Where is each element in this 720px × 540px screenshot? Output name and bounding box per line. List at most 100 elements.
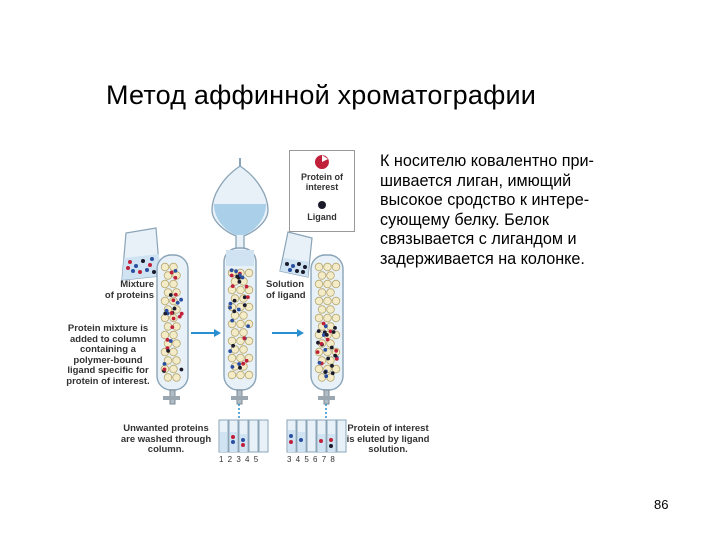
- bead: [160, 279, 170, 289]
- protein-dot: [175, 300, 180, 305]
- bead: [236, 370, 245, 380]
- solution-dot: [148, 263, 152, 267]
- protein-dot: [228, 349, 233, 354]
- bead: [169, 347, 178, 357]
- solution-dot: [126, 266, 130, 270]
- bead: [323, 313, 332, 323]
- collection-tubes-right: [286, 419, 347, 453]
- protein-dot: [246, 324, 251, 328]
- tube-numbers-right: 3 4 5 6 7 8: [287, 455, 335, 464]
- solution-dot: [134, 264, 138, 268]
- protein-dot: [179, 311, 184, 316]
- protein-dot: [323, 324, 328, 329]
- description-line: сующему белку. Белок: [380, 210, 549, 229]
- protein-mixture-dots: [126, 257, 156, 274]
- separatory-funnel: [211, 158, 269, 251]
- bead: [314, 296, 324, 306]
- description-line: К носителю ковалентно при-: [380, 152, 594, 170]
- protein-dot: [171, 298, 176, 303]
- bead: [160, 330, 170, 340]
- protein-dot: [325, 337, 330, 342]
- protein-dot: [316, 340, 320, 345]
- bead: [314, 364, 324, 374]
- washed-label: Unwanted proteins are washed through col…: [120, 423, 212, 455]
- bead: [169, 364, 178, 374]
- solution-dot: [145, 268, 149, 272]
- mixture-label: Mixture of proteins: [104, 279, 154, 301]
- bead: [317, 271, 327, 280]
- bead: [227, 370, 237, 380]
- protein-dot: [235, 274, 240, 279]
- bead: [331, 262, 341, 272]
- legend-protein-label: Protein of interest: [301, 172, 343, 192]
- description-line: связывается с лигандом и: [380, 230, 577, 249]
- eluted-label: Protein of interest is eluted by ligand …: [346, 423, 430, 455]
- bead: [331, 279, 341, 289]
- protein-dot: [242, 295, 247, 300]
- protein-dot: [240, 275, 245, 280]
- flow-arrow-1: [191, 329, 221, 337]
- protein-dot: [229, 268, 234, 273]
- bead: [244, 268, 254, 278]
- protein-dot: [173, 275, 178, 280]
- solution-dot: [138, 270, 142, 274]
- bead: [239, 345, 248, 354]
- solution-dot: [285, 262, 289, 266]
- column-1: [156, 254, 189, 405]
- bead: [227, 336, 237, 346]
- bead: [326, 271, 335, 280]
- bead: [230, 328, 240, 337]
- protein-dot: [237, 362, 242, 366]
- protein-dot: [334, 348, 339, 353]
- description-line: задерживается на колонке.: [380, 249, 585, 268]
- protein-dot: [324, 333, 329, 337]
- protein-dot: [168, 339, 173, 343]
- protein-dot: [171, 316, 176, 321]
- protein-dot: [170, 325, 175, 329]
- bead: [163, 271, 173, 280]
- bead: [323, 262, 332, 272]
- column-1-beads: [160, 262, 184, 382]
- protein-dot: [244, 358, 249, 363]
- protein-dot: [330, 363, 334, 368]
- protein-dot: [236, 307, 241, 312]
- solution-dot: [131, 269, 135, 273]
- protein-dot: [166, 349, 171, 353]
- solution-dot: [152, 270, 156, 274]
- protein-dot: [326, 356, 330, 361]
- solution-dot: [150, 257, 154, 261]
- bead: [160, 296, 170, 306]
- bead: [236, 285, 245, 295]
- protein-dot: [316, 329, 321, 333]
- bead: [244, 370, 254, 380]
- bead: [172, 339, 181, 348]
- protein-dot: [238, 365, 242, 370]
- solution-dot: [297, 262, 301, 266]
- protein-dot: [230, 318, 235, 323]
- bead: [163, 373, 173, 382]
- bead: [169, 279, 178, 289]
- protein-dot: [169, 311, 174, 315]
- solution-dot: [128, 260, 132, 264]
- bead: [331, 364, 341, 374]
- protein-dot: [179, 367, 184, 372]
- protein-dot: [241, 361, 246, 366]
- bead: [169, 262, 178, 272]
- protein-dot: [322, 333, 326, 337]
- protein-dot: [323, 348, 328, 352]
- solution-dot: [303, 265, 307, 269]
- bead: [163, 356, 173, 365]
- tube-numbers-left: 1 2 3 4 5: [219, 455, 259, 464]
- bead: [326, 322, 335, 331]
- protein-dot: [169, 270, 174, 275]
- protein-dot: [333, 326, 337, 330]
- bead: [169, 330, 178, 340]
- protein-dot: [165, 338, 170, 342]
- solution-dot: [141, 259, 145, 263]
- column-2-beads: [227, 268, 254, 380]
- protein-dot: [173, 292, 178, 297]
- added-label: Protein mixture is added to column conta…: [66, 323, 150, 387]
- solution-dot: [288, 268, 292, 272]
- protein-dot: [228, 301, 233, 306]
